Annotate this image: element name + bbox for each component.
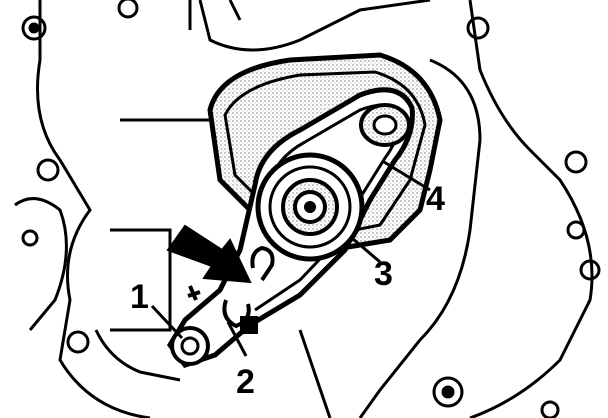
arm-eye-boss [359,103,411,147]
callout-4: 4 [426,180,445,218]
tensioner-hook [187,245,275,334]
callout-3: 3 [374,255,393,293]
housing-outline [14,0,594,418]
leader-lines [150,160,431,357]
callout-2: 2 [236,363,255,401]
callout-1: 1 [130,278,149,316]
tensioner-pulley [255,152,365,262]
arrow-icon [166,224,252,284]
mounting-bosses [21,0,601,418]
cover-lobe-inner [223,70,427,237]
